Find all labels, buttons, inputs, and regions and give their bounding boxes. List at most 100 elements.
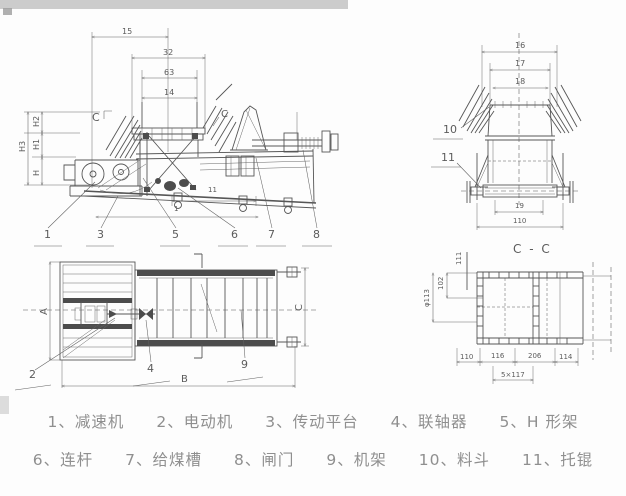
hopper-mouth <box>131 102 206 157</box>
part-number: 11 <box>441 151 455 164</box>
side-leaders: 1 3 5 6 7 8 <box>34 149 332 247</box>
legend-item: 10、料斗 <box>419 448 490 470</box>
section-cut-mark-bottom <box>194 344 203 359</box>
hatch-right <box>545 84 582 134</box>
legend-item-name: 减速机 <box>74 413 125 431</box>
section-cc-view: C - C 111 <box>423 242 612 384</box>
legend-item-number: 1、 <box>47 413 75 431</box>
dim-label: 114 <box>559 353 573 361</box>
legend-item-number: 8、 <box>234 451 262 469</box>
legend-item-number: 10、 <box>418 451 458 469</box>
dim-label: 116 <box>491 352 505 360</box>
side-top-dimensions: 15 32 63 14 <box>92 27 205 188</box>
dim-label: A <box>39 308 50 315</box>
dim-label: H2 <box>32 116 41 127</box>
dim-label: 14 <box>164 88 174 97</box>
section-title: C - C <box>513 242 552 256</box>
dim-label: 18 <box>515 77 525 86</box>
gate-rod <box>252 112 339 153</box>
legend-item-number: 4、 <box>390 413 419 431</box>
dim-label: 110 <box>513 217 526 225</box>
legend-item-number: 7、 <box>125 451 153 469</box>
dim-label: 11 <box>208 186 217 194</box>
dim-label: C <box>294 304 305 311</box>
scan-artifact-top <box>0 0 348 9</box>
legend-item-name: 电动机 <box>183 413 234 431</box>
dim-label: 1 <box>174 205 178 213</box>
section-left-dimensions: 102 φ113 <box>423 273 483 322</box>
dim-label: 16 <box>515 41 525 50</box>
plan-leaders: 2 4 9 <box>14 309 264 391</box>
legend-item-number: 5、 <box>499 413 527 431</box>
dim-label: B <box>181 374 188 385</box>
side-elevation-view: 15 32 63 14 <box>18 27 339 247</box>
legend-item-name: 托锟 <box>560 451 594 469</box>
legend-item: 6、连杆 <box>33 448 93 470</box>
legend-item: 3、传动平台 <box>265 410 358 432</box>
scan-artifact-blob <box>3 8 12 15</box>
section-mark-right: C <box>212 109 228 127</box>
part-number: 7 <box>268 228 275 241</box>
end-leaders: 10 11 <box>431 106 490 189</box>
legend-item: 2、电动机 <box>156 410 233 432</box>
legend-row-1: 1、减速机 2、电动机 3、传动平台 4、联轴器 5、H 形架 <box>47 410 578 432</box>
legend-item-number: 6、 <box>32 451 61 469</box>
reducer-motor-unit <box>63 158 153 197</box>
part-number: 9 <box>241 358 248 371</box>
legend-item-name: 料斗 <box>457 451 491 469</box>
hatch-right <box>202 83 237 153</box>
legend-item-number: 9、 <box>326 451 354 469</box>
legend-item-number: 11、 <box>522 451 561 469</box>
motor-platform <box>59 261 136 361</box>
legend-item: 11、托锟 <box>522 448 593 470</box>
legend-item-name: 闸门 <box>261 451 295 469</box>
parts-legend: 1、减速机 2、电动机 3、传动平台 4、联轴器 5、H 形架 6、连杆 7、给… <box>0 410 626 470</box>
legend-row-2: 6、连杆 7、给煤槽 8、闸门 9、机架 10、料斗 11、托锟 <box>33 448 594 470</box>
end-top-dimensions: 16 17 18 <box>482 41 557 107</box>
dim-label: 206 <box>528 352 542 360</box>
support-frame <box>474 153 566 200</box>
plan-dimensions: A C B <box>39 262 309 388</box>
legend-item: 1、减速机 <box>47 410 124 432</box>
part-number: 5 <box>172 228 179 241</box>
dim-label: 17 <box>515 59 525 68</box>
dim-label: φ113 <box>423 289 431 307</box>
dim-label: 19 <box>515 202 524 210</box>
part-number: 10 <box>443 123 457 136</box>
section-cut-mark-top <box>194 253 203 268</box>
legend-item-name: 联轴器 <box>418 413 468 431</box>
section-letter: C <box>92 111 100 124</box>
scan-artifact-left <box>0 396 9 414</box>
trough-plan <box>134 253 278 359</box>
legend-item-number: 2、 <box>156 413 184 431</box>
legend-item-name: H 形架 <box>526 413 579 431</box>
legend-item-number: 3、 <box>265 413 293 431</box>
legend-item: 9、机架 <box>326 448 386 470</box>
dim-label: 110 <box>460 353 473 361</box>
part-number: 2 <box>29 368 36 381</box>
side-left-dimensions: H3 H2 H1 H <box>18 112 100 185</box>
part-number: 8 <box>313 228 320 241</box>
dim-label: H <box>32 170 41 176</box>
feeder-trough <box>83 148 317 209</box>
dim-label: 32 <box>163 48 173 57</box>
legend-item: 4、联轴器 <box>391 410 468 432</box>
anchor-bolts <box>277 266 301 348</box>
legend-item-name: 机架 <box>353 451 387 469</box>
dim-label: 102 <box>437 277 445 290</box>
legend-item: 5、H 形架 <box>500 410 579 432</box>
hatch-left <box>105 115 143 159</box>
section-mark-left: C <box>92 110 112 124</box>
dim-label: 5×117 <box>501 371 525 379</box>
part-number: 1 <box>44 228 51 241</box>
section-letter: C <box>221 109 228 120</box>
end-bottom-dimensions: 19 110 <box>477 200 563 230</box>
legend-item: 7、给煤槽 <box>125 448 202 470</box>
hopper-end-view: 16 17 18 <box>431 33 582 230</box>
trough-brackets <box>225 155 255 177</box>
h-frame <box>139 132 198 196</box>
dim-label: H3 <box>18 141 27 152</box>
legend-item: 8、闸门 <box>234 448 294 470</box>
legend-item-name: 传动平台 <box>292 413 359 431</box>
